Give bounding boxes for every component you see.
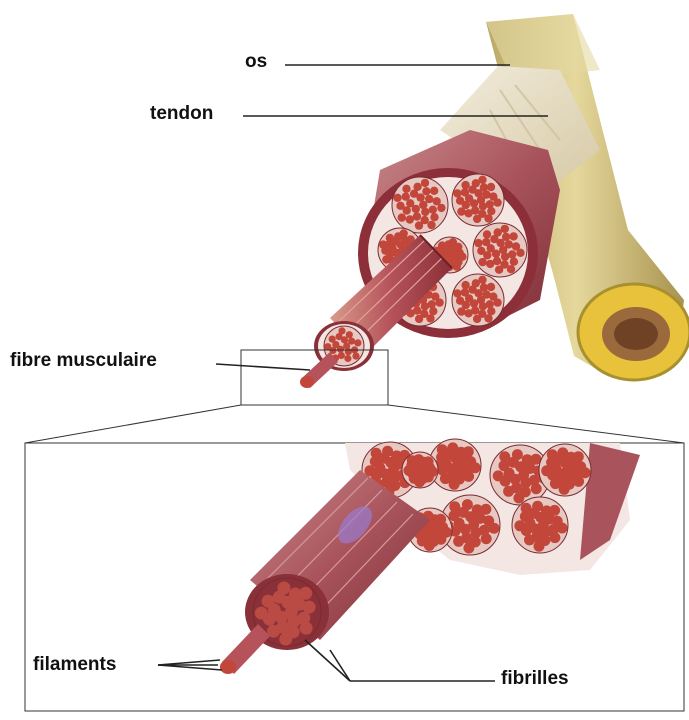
label-os: os bbox=[245, 52, 267, 71]
label-fibrilles: fibrilles bbox=[501, 669, 569, 688]
label-tendon: tendon bbox=[150, 104, 213, 123]
label-filaments: filaments bbox=[33, 655, 116, 674]
label-fibre-musculaire: fibre musculaire bbox=[10, 351, 157, 370]
muscle-fiber bbox=[300, 321, 374, 388]
bone-cross-section bbox=[578, 284, 689, 380]
